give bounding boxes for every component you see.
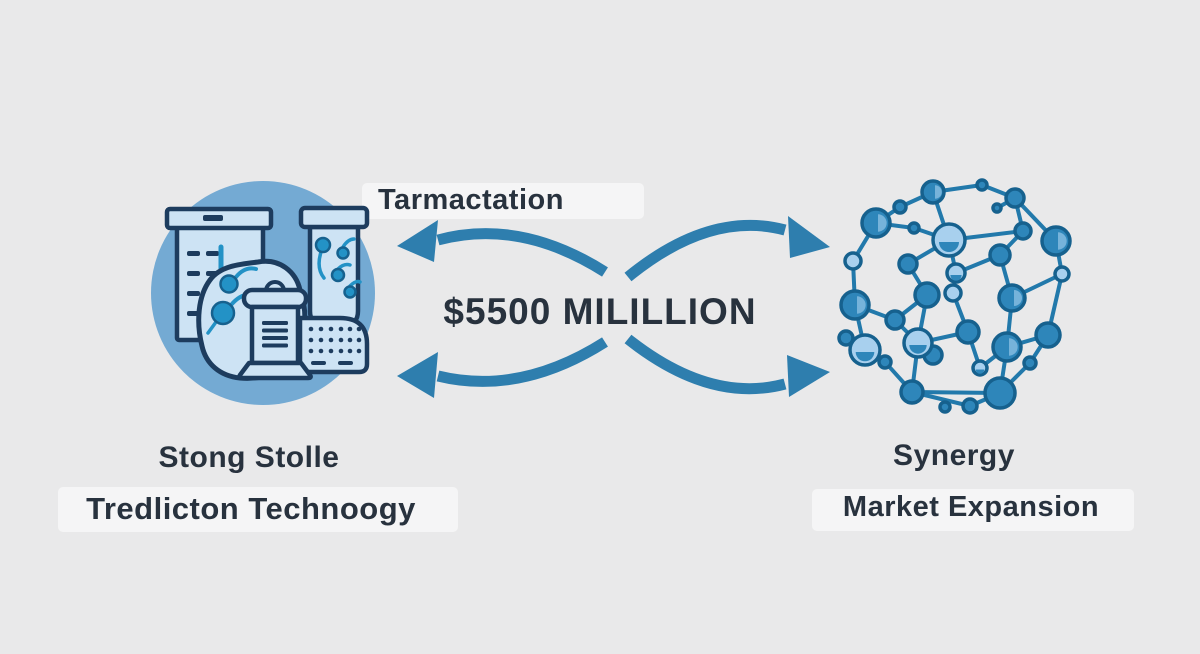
right-entity-name: Synergy bbox=[893, 439, 1015, 472]
amount-label: $5500 MILILLION bbox=[443, 291, 757, 332]
exchange-arrows-icon bbox=[397, 216, 830, 398]
lab-equipment-icon bbox=[151, 181, 375, 405]
network-graph-icon bbox=[837, 178, 1072, 415]
dotted-card-icon bbox=[297, 315, 370, 375]
arrow-top-left bbox=[397, 220, 608, 277]
card-dots bbox=[308, 326, 362, 365]
pedestal-jar-icon bbox=[237, 280, 313, 381]
right-entity-subtitle: Market Expansion bbox=[842, 491, 1100, 523]
network-nodes bbox=[837, 178, 1072, 415]
left-entity-name: Stong Stolle bbox=[158, 441, 340, 474]
left-entity-subtitle: Tredlicton Technoogy bbox=[86, 491, 416, 526]
arrow-bottom-right bbox=[624, 334, 830, 397]
highlight-band-left bbox=[58, 487, 458, 532]
highlight-band-right bbox=[812, 489, 1134, 531]
molecule-jar-icon bbox=[298, 205, 370, 328]
transaction-title: Tarmactation bbox=[378, 184, 564, 216]
arrow-top-right bbox=[624, 216, 830, 282]
arrow-bottom-left bbox=[397, 337, 608, 398]
highlight-band-top bbox=[362, 183, 644, 219]
